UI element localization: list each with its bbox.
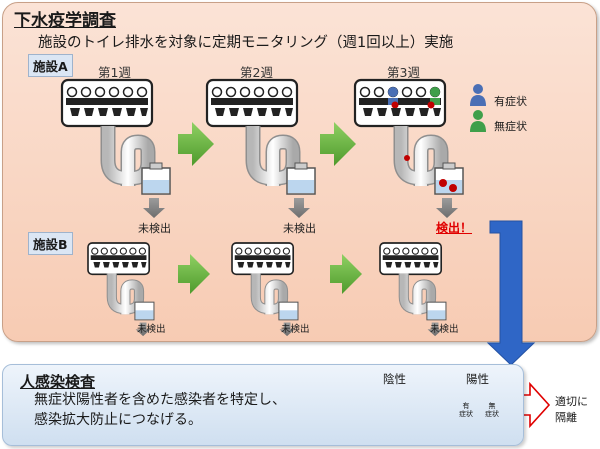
week-1-label: 第1週 bbox=[98, 65, 131, 80]
isolate-line2: 隔離 bbox=[555, 411, 577, 424]
human-testing-text-line2: 感染拡大防止につなげる。 bbox=[34, 412, 202, 428]
human-testing-title: 人感染検査 bbox=[20, 373, 96, 391]
wastewater-title: 下水疫学調査 bbox=[14, 11, 116, 31]
asymptomatic-tag-line2: 症状 bbox=[485, 410, 499, 418]
facility-b-week2 bbox=[231, 242, 299, 337]
facility-a-week2-result: 未検出 bbox=[283, 222, 316, 235]
facility-a-week2-pipe bbox=[245, 126, 316, 218]
facility-a-week1-result: 未検出 bbox=[138, 222, 171, 235]
facility-b-week1-result: 未検出 bbox=[137, 324, 166, 335]
wastewater-subtitle: 施設のトイレ排水を対象に定期モニタリング（週1回以上）実施 bbox=[38, 35, 454, 51]
facility-a-week3-pipe bbox=[393, 126, 464, 218]
week-3-label: 第3週 bbox=[387, 65, 420, 80]
positive-label: 陽性 bbox=[466, 372, 489, 386]
green-arrow-b2 bbox=[330, 254, 362, 294]
green-arrow-a1 bbox=[178, 122, 214, 166]
green-arrow-a2 bbox=[320, 122, 356, 166]
facility-a-label: 施設A bbox=[28, 54, 73, 77]
flow-arrow bbox=[486, 220, 536, 366]
facility-a-week2 bbox=[205, 78, 299, 128]
symptomatic-tag-line1: 有 bbox=[462, 402, 470, 410]
negative-label: 陰性 bbox=[383, 372, 406, 386]
asymptomatic-tag: 無 症状 bbox=[483, 402, 501, 418]
legend-symptomatic-label: 有症状 bbox=[494, 95, 527, 108]
human-testing-panel bbox=[2, 364, 524, 446]
facility-a-week3-detected: 検出！ bbox=[436, 221, 473, 235]
symptomatic-person-icon bbox=[470, 84, 486, 106]
facility-a-week1 bbox=[60, 78, 154, 128]
facility-a-week1-pipe bbox=[100, 126, 171, 218]
asymptomatic-person-icon bbox=[470, 110, 486, 132]
facility-b-week3-result: 未検出 bbox=[430, 324, 459, 335]
facility-b-week2-result: 未検出 bbox=[281, 324, 310, 335]
facility-b-label: 施設B bbox=[28, 232, 73, 255]
facility-a-week3 bbox=[353, 78, 447, 128]
facility-b-week1 bbox=[87, 242, 155, 337]
human-testing-text-line1: 無症状陽性者を含めた感染者を特定し、 bbox=[34, 392, 286, 408]
asymptomatic-tag-line1: 無 bbox=[488, 402, 496, 410]
symptomatic-tag: 有 症状 bbox=[457, 402, 475, 418]
isolate-line1: 適切に bbox=[555, 395, 588, 408]
week-2-label: 第2週 bbox=[240, 65, 273, 80]
green-arrow-b1 bbox=[178, 254, 210, 294]
legend-asymptomatic-label: 無症状 bbox=[494, 120, 527, 133]
symptomatic-tag-line2: 症状 bbox=[459, 410, 473, 418]
